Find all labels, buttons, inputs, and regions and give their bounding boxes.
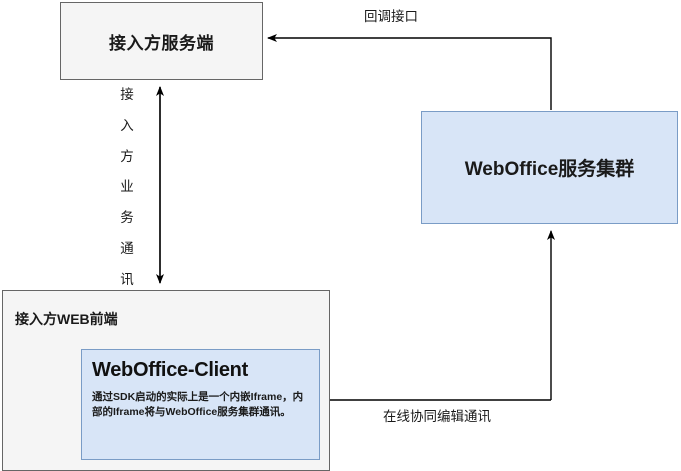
node-weboffice-cluster-label: WebOffice服务集群 xyxy=(464,159,635,180)
edge-label-business-comms: 接 入 方 业 务 通 讯 xyxy=(118,88,136,286)
edge-label-business-char: 业 xyxy=(120,179,134,195)
arrow-callback xyxy=(267,34,552,110)
edge-label-collab: 在线协同编辑通讯 xyxy=(383,409,491,424)
edge-label-business-char: 方 xyxy=(120,148,134,164)
edge-label-business-char: 接 xyxy=(120,87,134,102)
node-access-party-server: 接入方服务端 xyxy=(60,2,263,80)
edge-label-business-char: 务 xyxy=(120,210,134,225)
arrow-collab-comms xyxy=(308,230,555,404)
edge-label-business-char: 通 xyxy=(120,240,134,256)
node-weboffice-client-label: WebOffice-Client xyxy=(92,359,248,381)
node-access-party-server-label: 接入方服务端 xyxy=(109,33,214,53)
edge-label-callback: 回调接口 xyxy=(364,9,418,24)
node-weboffice-client-description: 通过SDK启动的实际上是一个内嵌Iframe，内部的Iframe将与WebOff… xyxy=(92,391,304,419)
node-weboffice-client: WebOffice-Client 通过SDK启动的实际上是一个内嵌Iframe，… xyxy=(81,349,320,460)
node-access-party-web-frontend-label: 接入方WEB前端 xyxy=(15,311,118,327)
edge-label-business-char: 讯 xyxy=(120,271,134,287)
edge-label-business-char: 入 xyxy=(120,117,134,133)
node-weboffice-cluster: WebOffice服务集群 xyxy=(421,111,678,224)
